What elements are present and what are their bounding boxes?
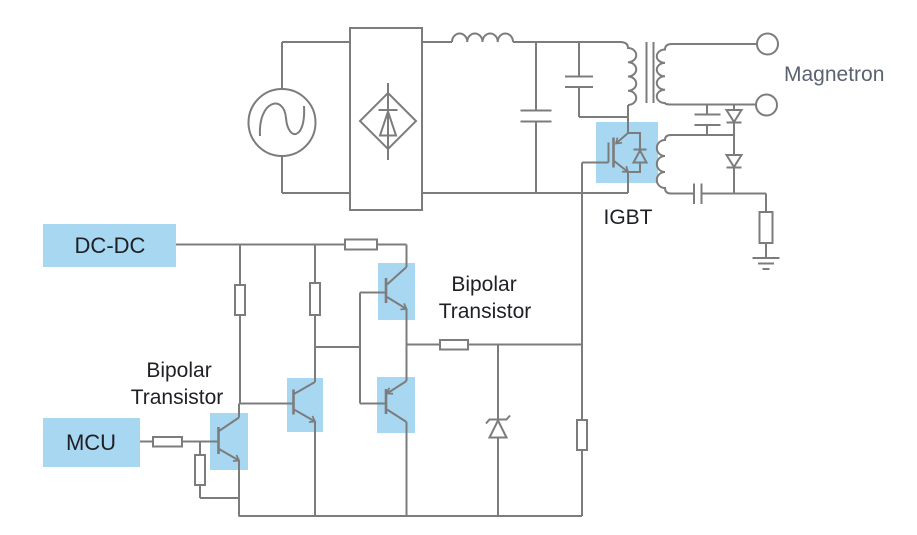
earth-ground — [752, 257, 780, 270]
lower-right-transistor — [360, 344, 408, 516]
emitter-lead — [385, 380, 408, 395]
capacitor-icon — [565, 42, 628, 118]
igbt-label: IGBT — [603, 206, 652, 229]
upper-right-transistor — [360, 266, 408, 345]
left-transistor-label-line2: Transistor — [131, 386, 224, 409]
mcu-label: MCU — [66, 430, 116, 455]
pullup-resistor-1 — [234, 244, 246, 404]
mcu-transistor — [200, 403, 241, 516]
capacitor-icon — [694, 104, 721, 135]
ground-icon — [752, 257, 780, 270]
magnetron-label: Magnetron — [784, 63, 884, 86]
zener-diode — [485, 344, 511, 516]
capacitor-icon — [520, 42, 552, 193]
filter-inductor — [422, 32, 620, 43]
labels: Magnetron IGBT Bipolar Transistor Bipola… — [131, 63, 885, 409]
collector-lead — [293, 347, 316, 395]
driver-top-rail — [176, 238, 408, 267]
dcdc-label: DC-DC — [75, 233, 146, 258]
ac-input-wires — [281, 41, 350, 194]
mcu-series-resistor — [140, 436, 200, 448]
ac-source — [247, 41, 350, 194]
zener-triangle-icon — [487, 418, 509, 439]
bridge-rectifier — [349, 27, 423, 211]
high-voltage-transformer — [619, 41, 757, 195]
secondary-winding-icon — [655, 43, 757, 106]
doubler-capacitor — [694, 104, 721, 135]
gate-pulldown-resistor — [576, 344, 588, 516]
resistor-icon — [309, 282, 321, 316]
circuit-strokes — [140, 27, 780, 517]
resonant-capacitor — [565, 42, 628, 118]
right-transistor-label-line1: Bipolar — [451, 273, 516, 296]
mcu-pulldown-resistor — [194, 441, 239, 499]
hv-resistor — [758, 193, 774, 258]
rectifier-diode-icon — [378, 83, 398, 160]
emitter-lead — [293, 408, 317, 423]
magnetron-terminals — [755, 32, 779, 117]
blocks: DC-DC MCU — [43, 224, 176, 467]
igbt-collector — [614, 132, 629, 145]
emitter-lead — [386, 296, 408, 311]
freewheel-diode-icon — [628, 132, 649, 173]
igbt — [582, 132, 649, 193]
inductor-coil-icon — [451, 32, 514, 43]
magnetron-terminal-top — [756, 32, 779, 56]
resistor-icon — [344, 238, 378, 251]
lower-right-transistor-highlight — [377, 377, 415, 433]
collector-lead — [386, 408, 408, 423]
collector-lead — [386, 266, 408, 286]
pullup-resistor-2 — [309, 244, 321, 347]
collector-lead — [218, 403, 240, 432]
diode-icon — [724, 109, 744, 124]
wire — [199, 485, 239, 499]
resistor-icon — [576, 419, 588, 451]
resistor-icon — [194, 454, 206, 486]
voltage-doubler-diodes — [724, 104, 744, 194]
diode-icon — [724, 154, 744, 169]
transformer-core — [645, 42, 655, 103]
capacitor-icon — [693, 183, 766, 204]
dcdc-block — [43, 224, 176, 267]
filament-winding-icon — [655, 134, 734, 195]
sine-wave-icon — [258, 102, 306, 137]
wire — [377, 243, 408, 267]
highlights — [210, 122, 658, 470]
resistor-icon — [234, 284, 246, 316]
emitter-lead — [218, 448, 241, 462]
smoothing-capacitor — [520, 42, 552, 193]
filament-capacitor — [693, 183, 766, 204]
left-transistor-label-line1: Bipolar — [146, 359, 211, 382]
ac-source-circle — [247, 88, 317, 157]
resistor-icon — [758, 211, 774, 244]
igbt-emitter — [612, 159, 630, 173]
resistor-icon — [152, 436, 183, 448]
magnetron-terminal-bottom — [755, 93, 778, 117]
resistor-icon — [439, 339, 469, 351]
primary-winding-icon — [619, 41, 638, 133]
mcu-block — [43, 418, 140, 467]
right-transistor-label-line2: Transistor — [439, 300, 532, 323]
gate-series-resistor — [406, 339, 582, 351]
middle-transistor — [240, 347, 317, 516]
